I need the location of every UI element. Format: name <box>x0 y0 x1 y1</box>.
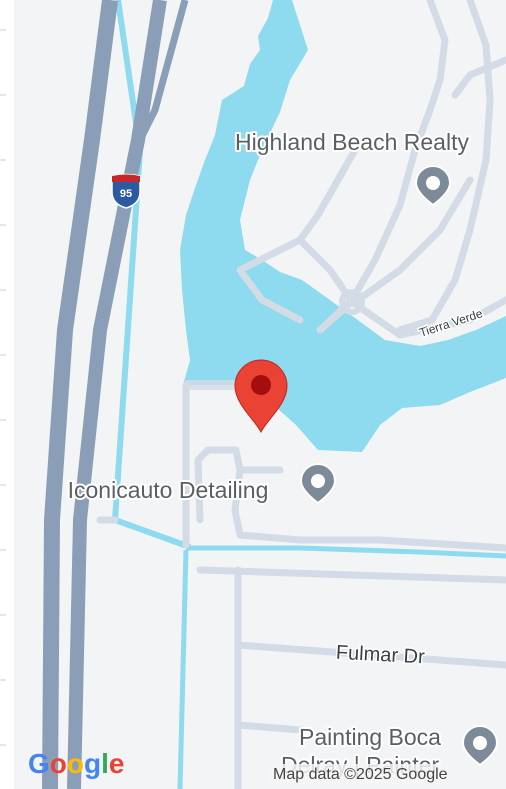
waterway <box>180 0 506 452</box>
poi-label-highland-beach-realty[interactable]: Highland Beach Realty <box>233 127 471 157</box>
logo-letter: e <box>108 748 125 779</box>
interstate-95 <box>42 0 189 789</box>
map-attribution[interactable]: Map data ©2025 Google <box>268 764 453 786</box>
waterway-canal-south <box>177 549 189 789</box>
tile-edge-ticks <box>0 29 6 746</box>
logo-letter: G <box>28 748 50 779</box>
logo-letter: l <box>101 748 109 779</box>
google-logo[interactable]: Google <box>28 748 124 780</box>
poi-label-painting-boca-line1[interactable]: Painting Boca <box>297 722 443 752</box>
logo-letter: o <box>66 748 84 779</box>
poi-label-iconicauto-detailing[interactable]: Iconicauto Detailing <box>66 475 271 505</box>
location-pin-icon[interactable] <box>414 165 452 207</box>
shield-number: 95 <box>120 188 132 200</box>
road-segment <box>185 380 247 390</box>
interstate-shield-icon: 95 <box>111 173 141 209</box>
local-roads <box>96 0 506 789</box>
waterway-canal <box>186 545 506 559</box>
logo-letter: g <box>84 748 102 779</box>
location-pin-icon[interactable] <box>461 725 499 767</box>
logo-letter: o <box>49 748 67 779</box>
traffic-circle <box>339 289 365 315</box>
street-label-fulmar-dr: Fulmar Dr <box>335 642 425 669</box>
waterway-channel <box>111 0 192 550</box>
red-map-marker-icon[interactable] <box>234 359 288 434</box>
location-pin-icon[interactable] <box>299 463 337 505</box>
